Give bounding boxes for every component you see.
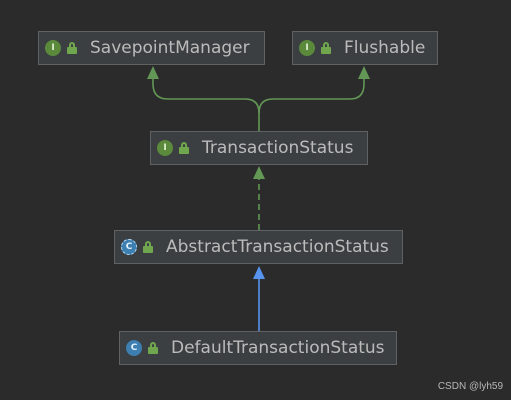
lock-open-icon xyxy=(321,42,331,54)
node-transactionstatus[interactable]: I TransactionStatus xyxy=(150,131,368,165)
lock-open-icon xyxy=(67,42,77,54)
lock-open-icon xyxy=(148,342,158,354)
interface-icon: I xyxy=(157,140,173,156)
lock-open-icon xyxy=(179,142,189,154)
node-savepointmanager[interactable]: I SavepointManager xyxy=(38,31,265,65)
node-label: DefaultTransactionStatus xyxy=(171,338,385,358)
arrowhead-abstracttransactionstatus xyxy=(253,266,265,279)
node-label: TransactionStatus xyxy=(202,138,354,158)
node-label: AbstractTransactionStatus xyxy=(166,237,389,257)
edge-transactionstatus-to-flushable xyxy=(258,78,365,114)
edge-transactionstatus-to-savepointmanager xyxy=(152,78,260,131)
arrowhead-savepointmanager xyxy=(147,66,159,79)
node-flushable[interactable]: I Flushable xyxy=(292,31,438,65)
interface-icon: I xyxy=(45,40,61,56)
lock-open-icon xyxy=(143,241,153,253)
interface-icon: I xyxy=(299,40,315,56)
class-icon: C xyxy=(126,340,142,356)
abstract-class-icon: C xyxy=(121,239,137,255)
node-abstracttransactionstatus[interactable]: C AbstractTransactionStatus xyxy=(114,230,403,264)
node-label: SavepointManager xyxy=(90,38,250,58)
csdn-watermark: CSDN @lyh59 xyxy=(437,381,503,392)
node-defaulttransactionstatus[interactable]: C DefaultTransactionStatus xyxy=(119,331,397,365)
node-label: Flushable xyxy=(344,38,426,58)
arrowhead-transactionstatus xyxy=(253,166,265,179)
arrowhead-flushable xyxy=(358,66,370,79)
